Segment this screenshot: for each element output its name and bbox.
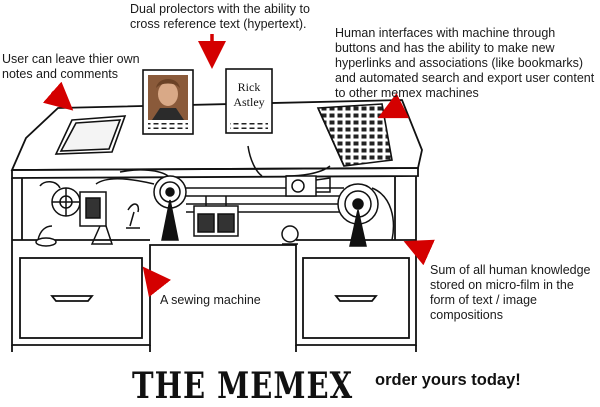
projector-screen-left <box>142 69 194 135</box>
annotation-arrows <box>42 34 435 298</box>
arrow-notes <box>42 81 74 111</box>
screen-right-line1: Rick <box>237 80 261 94</box>
projector-screen-right <box>225 68 273 134</box>
note-interface: Human interfaces with machine through bu… <box>335 26 595 100</box>
note-notes: User can leave thier own notes and comme… <box>2 52 140 81</box>
note-knowledge: Sum of all human knowledge stored on mic… <box>430 263 591 322</box>
note-projectors: Dual prolectors with the ability to cros… <box>130 2 310 31</box>
tagline: order yours today! <box>375 371 521 389</box>
memex-title: THE MEMEX <box>132 364 354 407</box>
screen-right-line2: Astley <box>233 95 265 109</box>
arrow-interface <box>377 93 410 119</box>
button-panel <box>316 103 393 167</box>
machinery <box>35 145 395 247</box>
screen-right-text: Rick Astley <box>226 80 272 110</box>
notes-pad <box>54 115 127 155</box>
arrow-knowledge <box>403 239 435 266</box>
arrow-sewing <box>142 266 171 298</box>
note-sewing: A sewing machine <box>160 293 261 307</box>
